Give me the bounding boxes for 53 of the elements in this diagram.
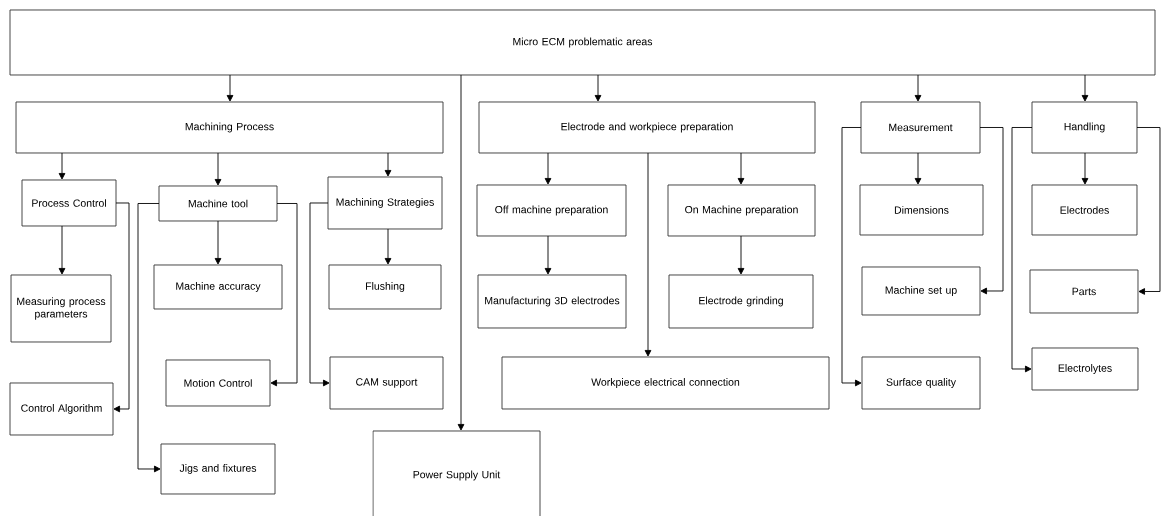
arrow: [914, 152, 922, 185]
arrow: [384, 152, 392, 177]
arrow: [113, 202, 130, 413]
process-box: Power Supply Unit: [372, 430, 541, 516]
process-box: Measuring process parameters: [10, 274, 112, 343]
process-box: Workpiece electrical connection: [501, 356, 830, 410]
process-box: Electrode and workpiece preparation: [478, 101, 816, 154]
process-box: Jigs and fixtures: [160, 443, 276, 495]
process-box: Motion Control: [165, 359, 271, 407]
process-box: Flushing: [328, 264, 442, 310]
process-box: Parts: [1029, 269, 1139, 314]
arrow: [737, 235, 745, 275]
arrow: [214, 152, 222, 186]
arrow: [214, 220, 222, 265]
arrow: [737, 152, 745, 185]
process-box: Machine accuracy: [153, 264, 283, 310]
process-box: Handling: [1031, 101, 1138, 154]
process-box: Manufacturing 3D electrodes: [477, 274, 627, 329]
arrow: [58, 152, 66, 180]
process-box: Off machine preparation: [476, 184, 627, 237]
process-box: Machining Process: [15, 101, 444, 154]
arrow: [1081, 74, 1089, 102]
arrow: [270, 203, 298, 387]
process-box: Machine set up: [861, 266, 981, 316]
process-box: Surface quality: [861, 356, 981, 410]
process-box: Electrolytes: [1031, 347, 1139, 391]
process-box: Machine tool: [158, 185, 278, 222]
arrow: [594, 74, 602, 102]
process-box: Electrode grinding: [668, 274, 814, 329]
arrow: [979, 127, 1004, 295]
arrow: [226, 74, 234, 102]
process-box: On Machine preparation: [667, 184, 816, 237]
arrow: [309, 202, 330, 387]
arrow: [1011, 127, 1033, 373]
process-box: CAM support: [329, 356, 444, 410]
arrow: [841, 127, 862, 387]
arrow: [1136, 127, 1161, 295]
arrow: [544, 152, 552, 185]
process-box: Control Algorithm: [9, 382, 114, 436]
process-box: Micro ECM problematic areas: [9, 9, 1156, 76]
arrow: [544, 235, 552, 275]
arrow: [384, 228, 392, 265]
arrow: [457, 74, 465, 431]
arrow: [914, 74, 922, 102]
arrow: [137, 203, 161, 473]
process-box: Process Control: [21, 179, 117, 227]
process-box: Measurement: [860, 101, 981, 154]
process-box: Electrodes: [1031, 184, 1138, 236]
arrow: [644, 152, 652, 357]
process-box: Dimensions: [859, 184, 984, 236]
arrow: [58, 225, 66, 275]
process-box: Machining Strategies: [327, 176, 443, 230]
arrow: [1081, 152, 1089, 185]
